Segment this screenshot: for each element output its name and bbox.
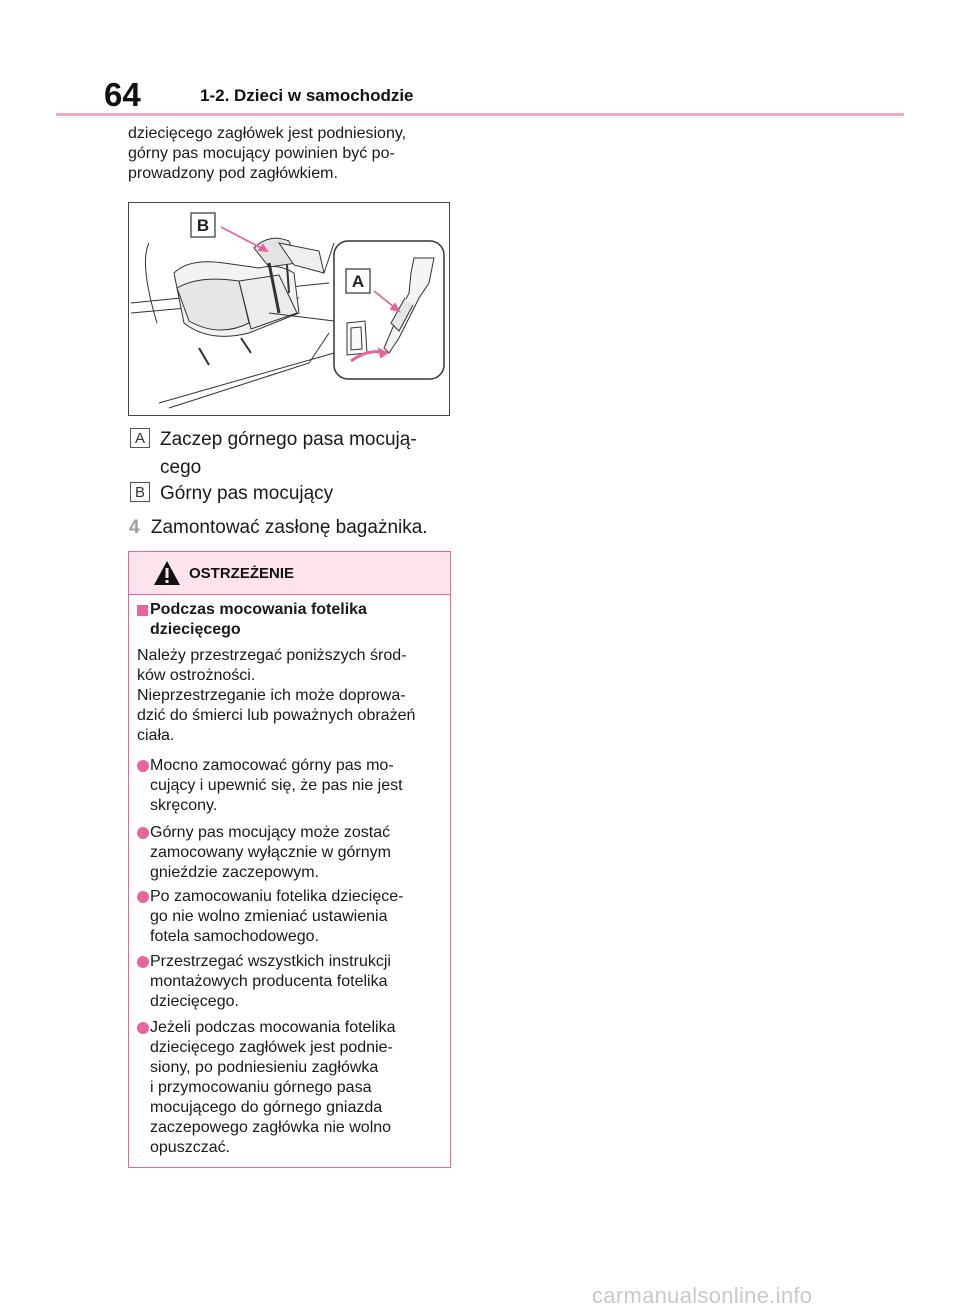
warning-header: OSTRZEŻENIE — [129, 552, 450, 595]
bullet-line: mocującego do górnego gniazda — [150, 1099, 383, 1116]
warning-box: OSTRZEŻENIE Podczas mocowania fotelika d… — [128, 551, 451, 1168]
callout-line: Górny pas mocujący — [160, 483, 334, 504]
bullet-line: go nie wolno zmieniać ustawienia — [150, 908, 388, 925]
callout-text-b: Górny pas mocujący — [160, 480, 460, 508]
warning-intro-line: Należy przestrzegać poniższych środ- — [137, 647, 407, 664]
intro-line: prowadzony pod zagłówkiem. — [128, 165, 338, 182]
bullet-text: Górny pas mocujący może zostać zamocowan… — [150, 823, 455, 883]
bullet-text: Przestrzegać wszystkich instrukcji monta… — [150, 952, 455, 1012]
warning-intro: Należy przestrzegać poniższych środ- ków… — [137, 646, 455, 746]
intro-line: dziecięcego zagłówek jest podniesiony, — [128, 125, 407, 142]
section-title: 1-2. Dzieci w samochodzie — [200, 86, 414, 105]
bullet-line: dziecięcego. — [150, 993, 239, 1010]
bullet-text: Po zamocowaniu fotelika dziecięce- go ni… — [150, 887, 455, 947]
bullet-line: opuszczać. — [150, 1139, 231, 1156]
callout-tag-a: A — [130, 428, 150, 448]
bullet-line: gnieździe zaczepowym. — [150, 864, 319, 881]
callout-line: cego — [160, 457, 202, 478]
bullet-line: Jeżeli podczas mocowania fotelika — [150, 1019, 396, 1036]
step-number: 4 — [129, 517, 140, 538]
header-rule — [56, 113, 904, 116]
page-number: 64 — [104, 76, 141, 113]
step-text: Zamontować zasłonę bagażnika. — [150, 517, 428, 538]
warning-intro-line: ciała. — [137, 727, 175, 744]
bullet-text: Mocno zamocować górny pas mo- cujący i u… — [150, 756, 455, 816]
circle-bullet-icon — [137, 827, 149, 839]
bullet-line: montażowych producenta fotelika — [150, 973, 388, 990]
figure-label-b: B — [197, 216, 209, 235]
bullet-line: siony, po podniesieniu zagłówka — [150, 1059, 379, 1076]
bullet-line: cujący i upewnić się, że pas nie jest — [150, 777, 403, 794]
bullet-line: i przymocowaniu górnego pasa — [150, 1079, 372, 1096]
intro-line: górny pas mocujący powinien być po- — [128, 145, 395, 162]
circle-bullet-icon — [137, 760, 149, 772]
bullet-line: Po zamocowaniu fotelika dziecięce- — [150, 888, 404, 905]
warning-intro-line: Nieprzestrzeganie ich może doprowa- — [137, 687, 406, 704]
bullet-line: Mocno zamocować górny pas mo- — [150, 757, 394, 774]
bullet-line: fotela samochodowego. — [150, 928, 319, 945]
warning-triangle-icon — [154, 561, 180, 585]
bullet-line: dziecięcego zagłówek jest podnie- — [150, 1039, 393, 1056]
callout-tag-b: B — [130, 482, 150, 502]
bullet-line: zaczepowego zagłówka nie wolno — [150, 1119, 392, 1136]
warning-intro-line: ków ostrożności. — [137, 667, 256, 684]
square-bullet-icon — [137, 605, 148, 616]
callout-line: Zaczep górnego pasa mocują- — [160, 429, 417, 450]
installation-illustration: B A — [128, 202, 450, 416]
warning-intro-line: dzić do śmierci lub poważnych obrażeń — [137, 707, 416, 724]
circle-bullet-icon — [137, 891, 149, 903]
subheading-line: dziecięcego — [150, 621, 241, 638]
footer-watermark: carmanualsonline.info — [592, 1283, 813, 1308]
circle-bullet-icon — [137, 956, 149, 968]
step-4: 4 Zamontować zasłonę bagażnika. — [129, 514, 428, 542]
bullet-line: zamocowany wyłącznie w górnym — [150, 844, 391, 861]
warning-title: OSTRZEŻENIE — [189, 565, 295, 582]
subheading-text: Podczas mocowania fotelika dziecięcego — [150, 600, 440, 640]
subheading-line: Podczas mocowania fotelika — [150, 601, 367, 618]
intro-text: dziecięcego zagłówek jest podniesiony, g… — [128, 124, 458, 184]
figure-label-a: A — [352, 272, 364, 291]
circle-bullet-icon — [137, 1022, 149, 1034]
bullet-line: skręcony. — [150, 797, 218, 814]
bullet-line: Przestrzegać wszystkich instrukcji — [150, 953, 391, 970]
callout-text-a: Zaczep górnego pasa mocują- cego — [160, 426, 460, 482]
bullet-text: Jeżeli podczas mocowania fotelika dzieci… — [150, 1018, 455, 1158]
bullet-line: Górny pas mocujący może zostać — [150, 824, 391, 841]
